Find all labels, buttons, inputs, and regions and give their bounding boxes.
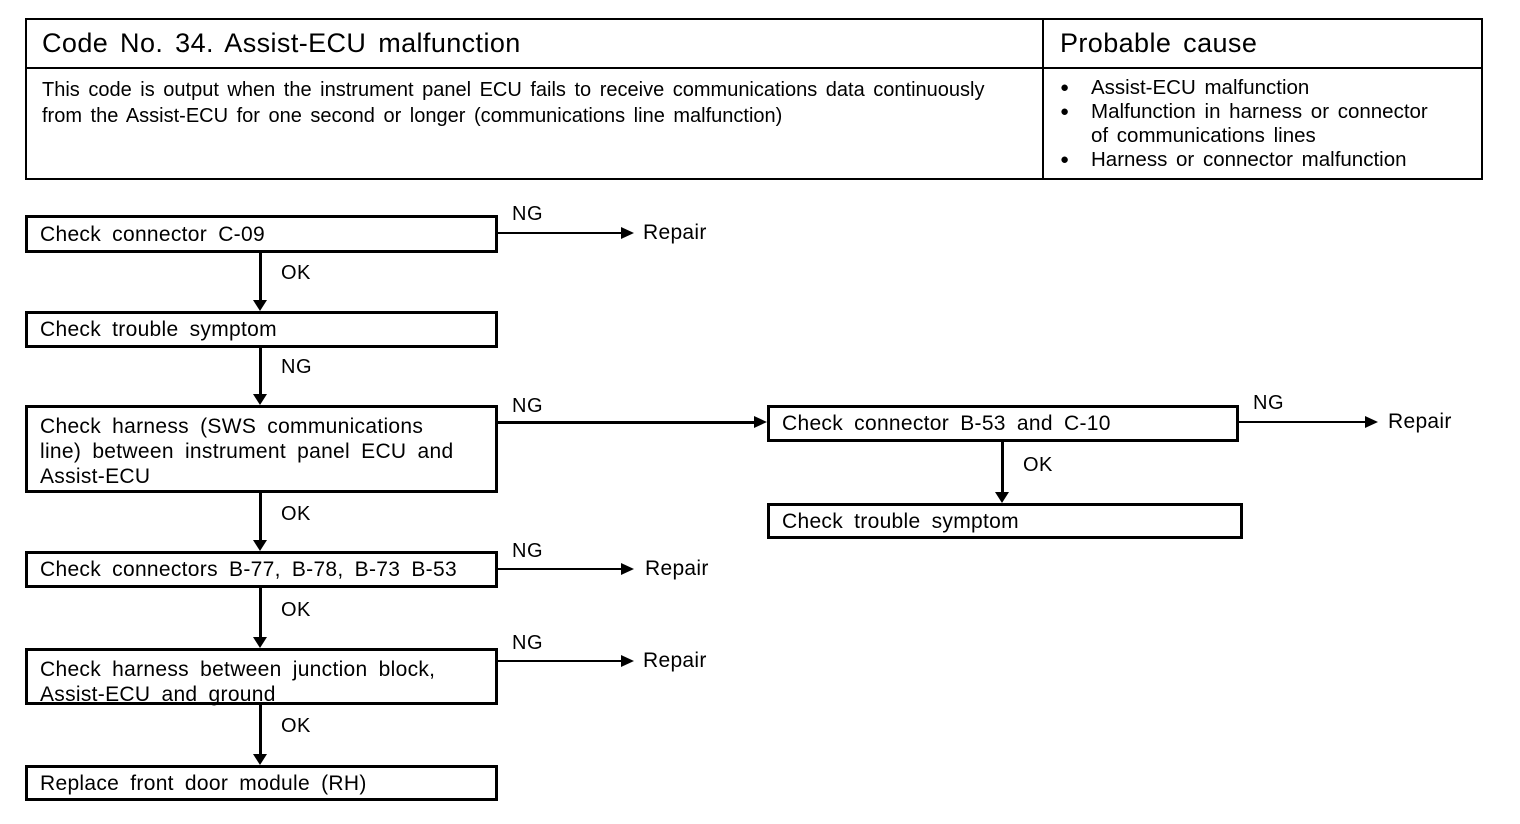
probable-cause-item: ● Harness or connector malfunction	[1060, 148, 1437, 172]
edge-label-ng: NG	[512, 203, 543, 225]
arrowhead-down-icon	[253, 300, 267, 311]
edge-label-ok: OK	[1023, 454, 1053, 476]
flow-box-check-connector-b53-c10: Check connector B-53 and C-10	[767, 405, 1239, 442]
edge-label-ng: NG	[1253, 392, 1284, 414]
arrowhead-down-icon	[253, 394, 267, 405]
repair-outcome: Repair	[645, 557, 709, 580]
connector-line	[1239, 421, 1365, 423]
probable-cause-text: Harness or connector malfunction	[1091, 148, 1407, 171]
repair-outcome: Repair	[643, 221, 707, 244]
bullet-icon: ●	[1060, 151, 1070, 168]
connector-line	[498, 568, 621, 570]
flow-box-label: Check harness (SWS communications line) …	[40, 415, 454, 488]
arrowhead-down-icon	[995, 492, 1009, 503]
probable-cause-header-cell: Probable cause	[1042, 20, 1481, 69]
connector-line	[259, 348, 262, 394]
flow-box-check-trouble-symptom-2: Check trouble symptom	[767, 503, 1243, 539]
flow-box-label: Check connector C-09	[40, 222, 265, 246]
repair-outcome: Repair	[643, 649, 707, 672]
flow-box-check-connector-c09: Check connector C-09	[25, 215, 498, 253]
bullet-icon: ●	[1060, 103, 1070, 120]
arrowhead-down-icon	[253, 637, 267, 648]
bullet-icon: ●	[1060, 79, 1070, 96]
probable-cause-title: Probable cause	[1060, 28, 1258, 58]
repair-outcome: Repair	[1388, 410, 1452, 433]
probable-cause-list: ● Assist-ECU malfunction ● Malfunction i…	[1042, 69, 1481, 178]
flow-box-label: Check trouble symptom	[782, 509, 1019, 533]
connector-line	[498, 421, 754, 424]
code-description-cell: This code is output when the instrument …	[27, 69, 1042, 178]
connector-line	[498, 660, 621, 662]
edge-label-ng: NG	[512, 395, 543, 417]
flow-box-check-trouble-symptom-1: Check trouble symptom	[25, 311, 498, 348]
connector-line	[498, 232, 621, 234]
connector-line	[259, 705, 262, 754]
arrowhead-right-icon	[621, 227, 634, 239]
edge-label-ok: OK	[281, 599, 311, 621]
flow-box-label: Check trouble symptom	[40, 318, 277, 341]
flow-box-label: Replace front door module (RH)	[40, 771, 367, 795]
flow-box-label: Check connector B-53 and C-10	[782, 412, 1111, 435]
arrowhead-right-icon	[621, 563, 634, 575]
arrowhead-right-icon	[754, 416, 767, 428]
edge-label-ok: OK	[281, 715, 311, 737]
edge-label-ng: NG	[512, 632, 543, 654]
probable-cause-item: ● Malfunction in harness or connector of…	[1060, 100, 1437, 148]
edge-label-ok: OK	[281, 503, 311, 525]
code-description: This code is output when the instrument …	[42, 79, 985, 127]
arrowhead-down-icon	[253, 540, 267, 551]
arrowhead-right-icon	[621, 655, 634, 667]
flow-box-replace-front-door-module-rh: Replace front door module (RH)	[25, 765, 498, 801]
connector-line	[259, 493, 262, 540]
probable-cause-item: ● Assist-ECU malfunction	[1060, 76, 1437, 100]
diagnostic-code-table: Code No. 34. Assist-ECU malfunction Prob…	[25, 18, 1483, 180]
flow-box-check-harness-junction-block: Check harness between junction block, As…	[25, 648, 498, 706]
code-title-cell: Code No. 34. Assist-ECU malfunction	[27, 20, 1042, 69]
flow-box-check-connectors-b77-b78-b73-b53: Check connectors B-77, B-78, B-73 B-53	[25, 551, 498, 588]
flow-box-label: Check connectors B-77, B-78, B-73 B-53	[40, 558, 457, 581]
edge-label-ng: NG	[512, 540, 543, 562]
arrowhead-right-icon	[1365, 416, 1378, 428]
probable-cause-text: Malfunction in harness or connector of c…	[1091, 100, 1428, 147]
connector-line	[259, 588, 262, 637]
edge-label-ng: NG	[281, 356, 312, 378]
connector-line	[1001, 442, 1004, 492]
connector-line	[259, 253, 262, 300]
flow-box-label: Check harness between junction block, As…	[40, 658, 436, 706]
flow-box-check-harness-sws-line: Check harness (SWS communications line) …	[25, 405, 498, 493]
probable-cause-text: Assist-ECU malfunction	[1091, 76, 1310, 99]
page-title: Code No. 34. Assist-ECU malfunction	[42, 28, 521, 58]
edge-label-ok: OK	[281, 262, 311, 284]
arrowhead-down-icon	[253, 754, 267, 765]
